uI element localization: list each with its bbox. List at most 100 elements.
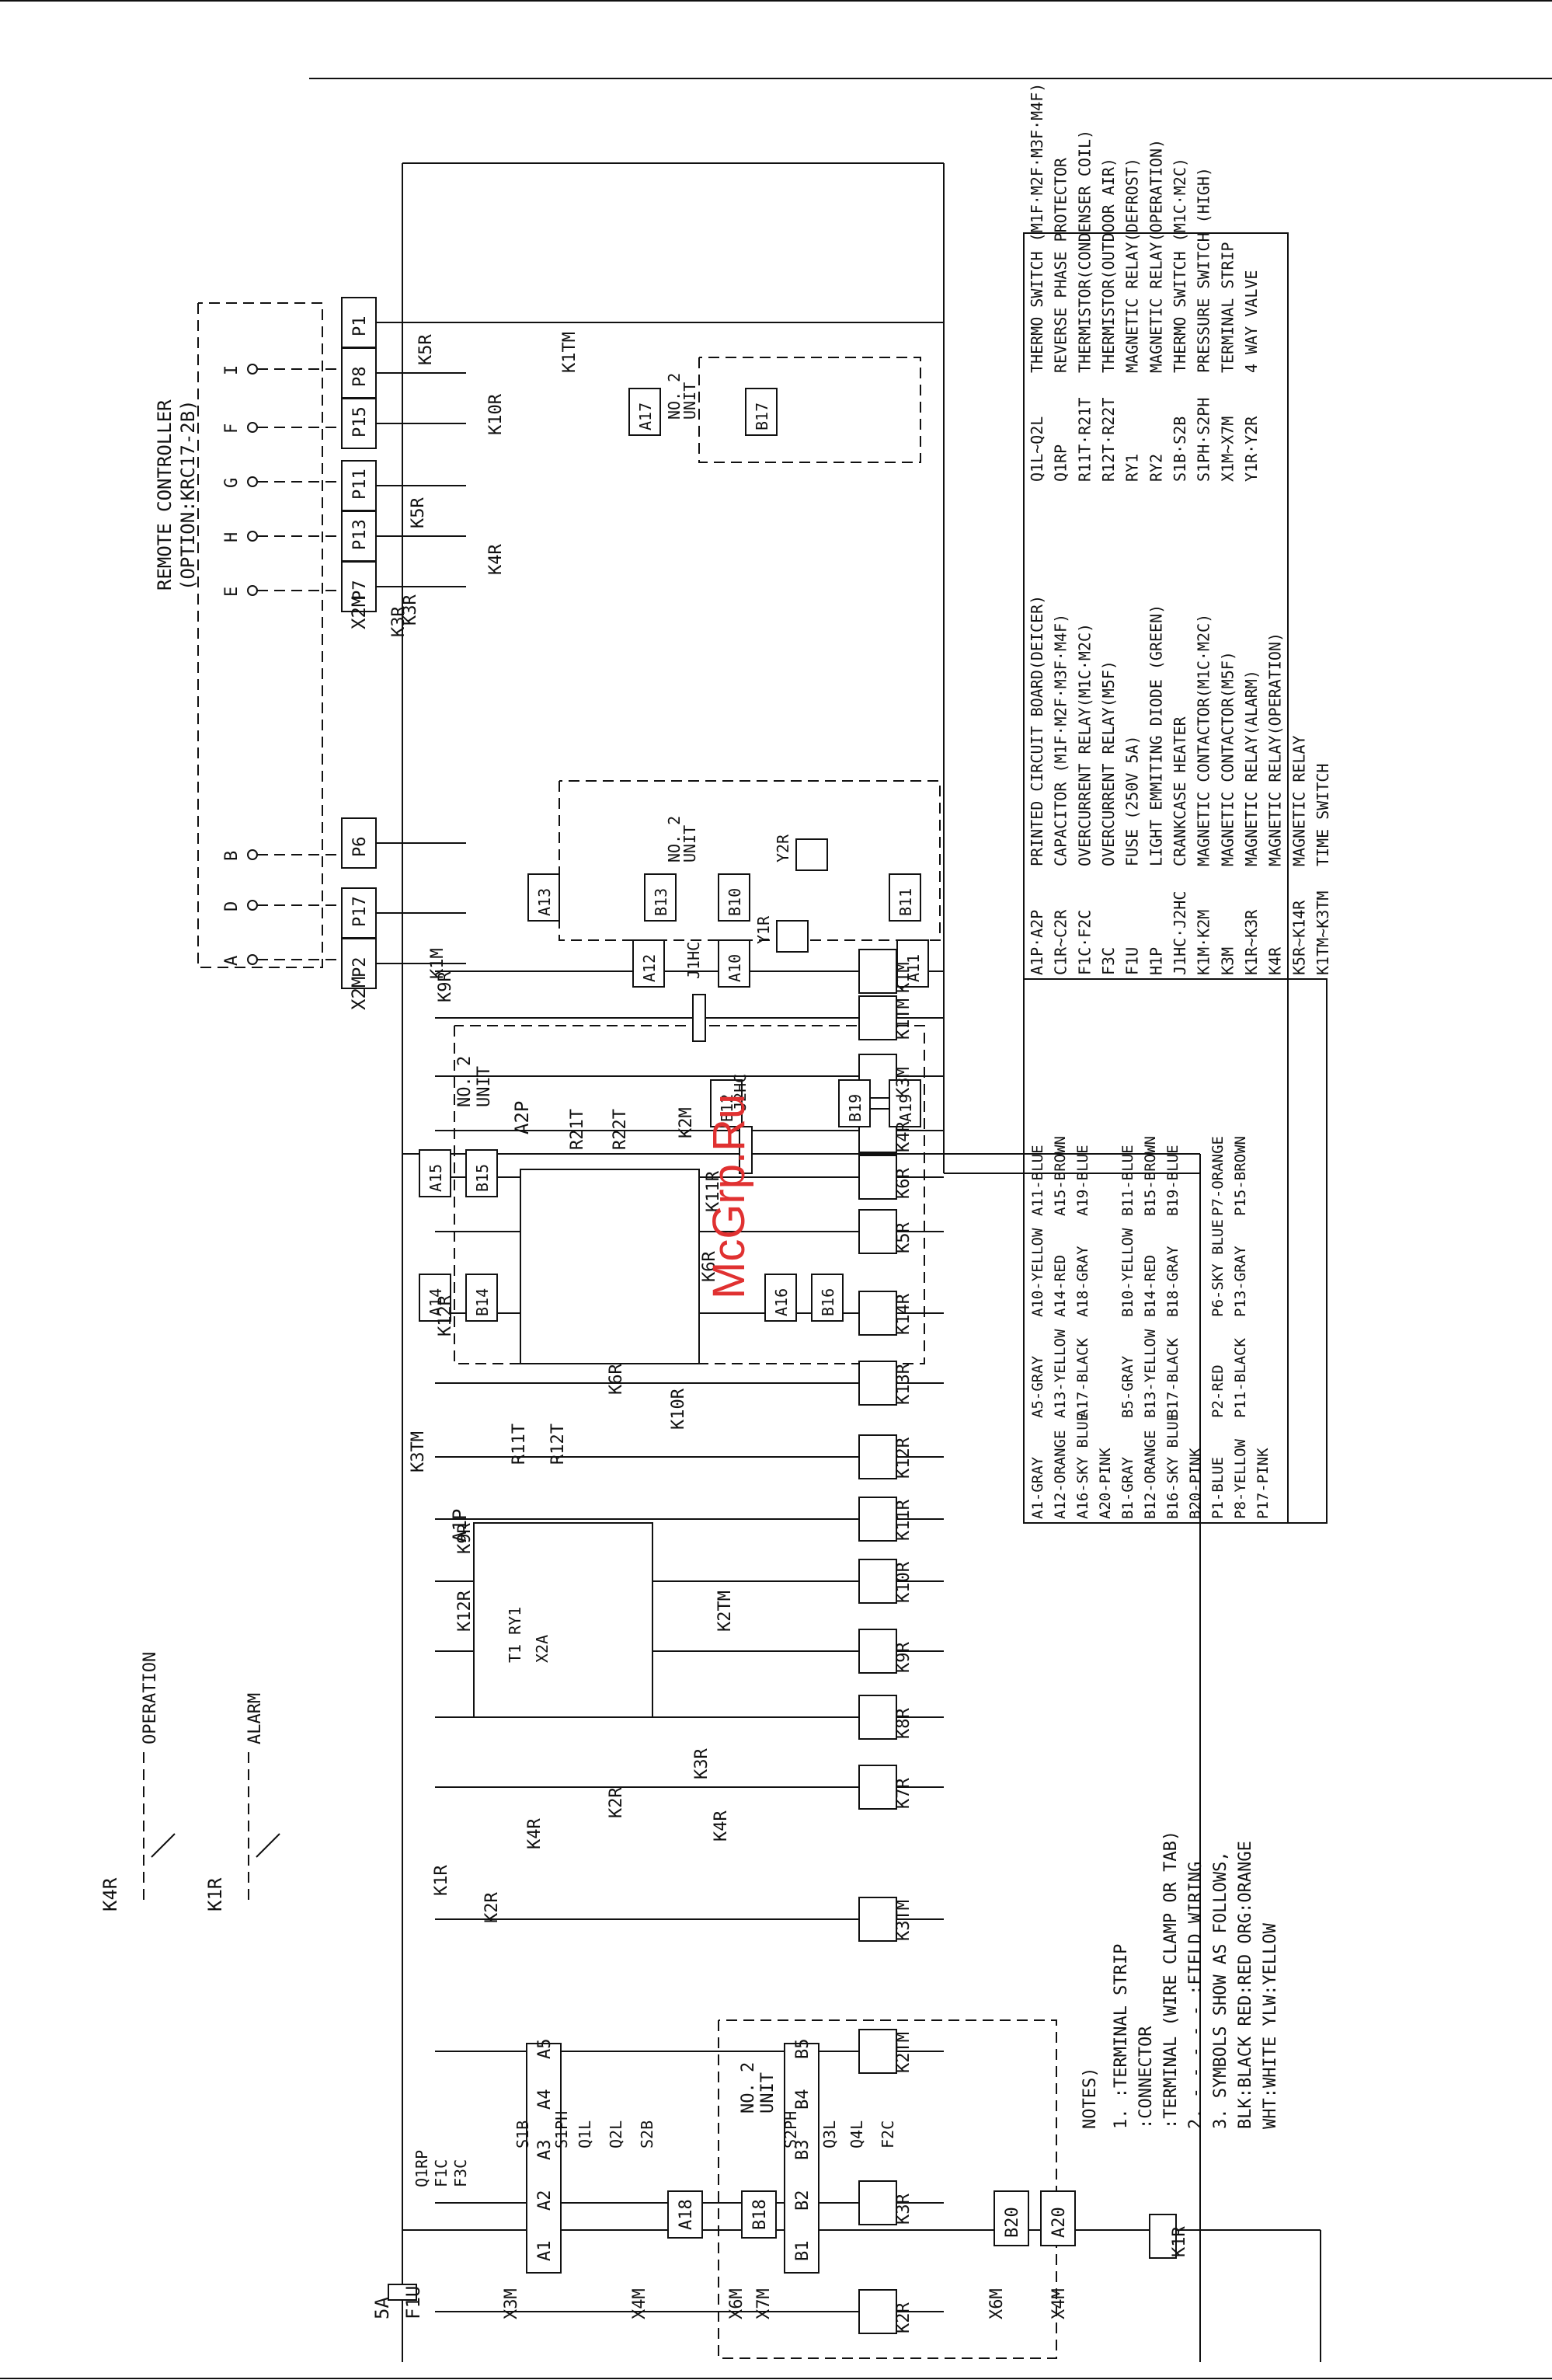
remote-terminal-f: F <box>222 423 242 434</box>
color-frame <box>1023 978 1328 1524</box>
connector-a13-label: A13 <box>535 888 554 916</box>
legend-code: F1C·F2C <box>1075 910 1094 975</box>
color-code: A19-BLUE <box>1074 1145 1091 1216</box>
safety-f2c: F2C <box>879 2120 897 2148</box>
safety-q2l: Q2L <box>607 2120 625 2148</box>
contact-k5r: K5R <box>409 497 428 528</box>
relay-coil <box>858 995 897 1040</box>
connector-a15-label: A15 <box>426 1164 445 1192</box>
coil-label-k11r: K11R <box>894 1499 913 1541</box>
color-code: P6-SKY BLUE <box>1209 1219 1227 1317</box>
color-code: A17-BLACK <box>1074 1337 1091 1418</box>
legend-code: K3M <box>1218 947 1237 975</box>
legend-desc: OVERCURRENT RELAY(M5F) <box>1099 660 1118 866</box>
contact-k1m: K1M <box>428 948 447 979</box>
connector-b3: B3 <box>793 2140 813 2161</box>
connector-a2: A2 <box>535 2190 555 2211</box>
color-code: A5-GRAY <box>1029 1355 1046 1418</box>
x2m-terminal <box>341 938 377 989</box>
terminal-circle <box>247 954 258 965</box>
remote-terminal-b: B <box>222 851 242 861</box>
connector-b17 <box>745 388 778 436</box>
connector-b11-label: B11 <box>896 888 915 916</box>
color-code: P1-BLUE <box>1209 1457 1227 1519</box>
x6m-label: X7M <box>754 2288 774 2319</box>
color-code: P11-BLACK <box>1232 1337 1249 1418</box>
x6m-connector-block <box>784 2043 819 2274</box>
terminal-circle <box>247 364 258 375</box>
color-code: P7-ORANGE <box>1209 1136 1227 1216</box>
fuse-rating: 5A <box>371 2297 393 2319</box>
wire <box>151 1833 176 1858</box>
color-code: B1-GRAY <box>1119 1456 1136 1519</box>
notes-item: :CONNECTOR <box>1136 2026 1156 2129</box>
connector-a18 <box>667 2190 703 2239</box>
valve-y1r: Y1R <box>754 915 773 944</box>
coil-label-k1m: K1M <box>894 962 913 993</box>
pcb-a2p-label: A2P <box>511 1101 533 1134</box>
pcb-a1p-t1: T1 RY1 <box>506 1607 524 1663</box>
legend-code: R11T·R21T <box>1075 398 1094 482</box>
contact-k2r: K2R <box>607 1787 626 1818</box>
x2m-terminal-p13: P13 <box>350 519 370 550</box>
legend-code: RY2 <box>1147 454 1165 482</box>
relay-coil <box>858 1361 897 1406</box>
contact-k3r: K3R <box>389 606 409 637</box>
connector-a12-label: A12 <box>640 954 659 982</box>
contact-k3tm: K3TM <box>409 1431 428 1472</box>
x2m-terminal-p8: P8 <box>350 367 370 388</box>
relay-coil <box>858 1291 897 1336</box>
connector-b10 <box>718 873 750 922</box>
thermistor-r22t: R22T <box>611 1109 630 1150</box>
x2m-terminal <box>341 510 377 562</box>
connector-b20 <box>993 2190 1029 2246</box>
no2-unit-mid: NO. 2 <box>665 816 684 862</box>
remote-terminal-d: D <box>222 901 242 911</box>
heater-j1hc: J1HC <box>684 942 703 979</box>
connector-b16-label: B16 <box>819 1288 837 1316</box>
contact-k5r: K5R <box>416 334 436 365</box>
component-boxes <box>247 297 1177 2334</box>
no2-unit-label-2: UNIT <box>758 2072 778 2113</box>
safety-s1ph: S1PH <box>552 2111 571 2148</box>
no2-unit-top-2: UNIT <box>475 1066 494 1107</box>
color-code: B19-BLUE <box>1164 1145 1181 1216</box>
relay-coil-k1r <box>1149 2214 1177 2259</box>
notes-item: 3. SYMBOLS SHOW AS FOLLOWS, <box>1211 1851 1230 2129</box>
legend-desc: MAGNETIC RELAY(OPERATION) <box>1147 139 1165 373</box>
x2m-terminal <box>341 887 377 939</box>
legend-code: S1PH·S2PH <box>1195 398 1213 482</box>
heater-j2hc: J2HC <box>731 1074 750 1111</box>
x2m-label: X2M <box>348 596 370 629</box>
legend-code: K4R <box>1266 946 1285 975</box>
legend-desc: THERMO SWITCH (M1F·M2F·M3F·M4F) <box>1028 83 1046 373</box>
coil-label-k2tm: K2TM <box>894 2032 913 2073</box>
safety-f3c: F3C <box>451 2159 470 2187</box>
thermistor-r11t: R11T <box>510 1423 529 1465</box>
coil-label-k6r: K6R <box>894 1168 913 1199</box>
connector-b18 <box>741 2190 777 2239</box>
connector-b4: B4 <box>793 2089 813 2110</box>
color-code: A15-BROWN <box>1052 1136 1069 1216</box>
coil-label-k7r: K7R <box>894 1778 913 1809</box>
no2-unit-label: NO. 2 <box>739 2062 758 2113</box>
notes-item: 2. - - - - - :FIELD WIRING <box>1186 1862 1206 2129</box>
contact-k4r: K4R <box>712 1810 731 1842</box>
legend-desc: FUSE (250V 5A) <box>1123 735 1142 866</box>
legend-desc: 4 WAY VALVE <box>1242 270 1261 373</box>
footer-rule <box>0 2378 1552 2379</box>
legend-desc: MAGNETIC CONTACTOR(M5F) <box>1218 651 1237 866</box>
x2m-terminal <box>341 297 377 348</box>
color-code: B13-YELLOW <box>1142 1329 1159 1418</box>
contact-k2m: K2M <box>677 1107 696 1138</box>
header-rule <box>309 78 1552 79</box>
color-code: B12-ORANGE <box>1142 1430 1159 1519</box>
connector-b13 <box>644 873 677 922</box>
thermistor-r21t: R21T <box>568 1109 587 1150</box>
connector-a19-label: A19 <box>896 1094 915 1122</box>
valve-coil <box>795 838 828 871</box>
terminal-circle <box>247 849 258 860</box>
legend-code: H1P <box>1147 947 1165 975</box>
